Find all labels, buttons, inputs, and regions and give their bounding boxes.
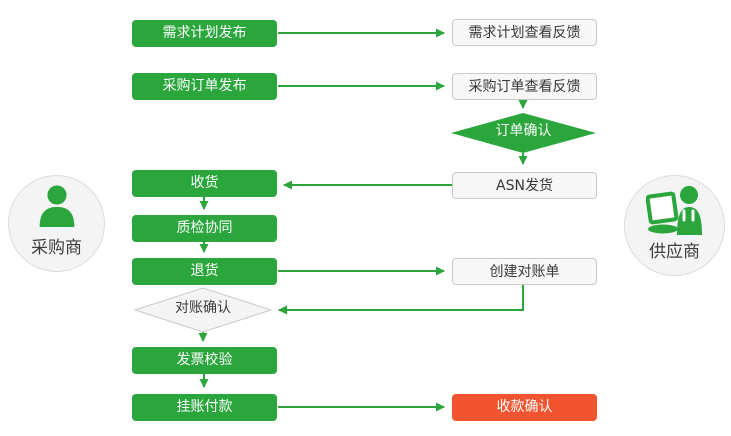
node-order-feedback: 采购订单查看反馈: [452, 73, 597, 100]
buyer-label: 采购商: [31, 238, 82, 258]
buyer-person-icon: [9, 185, 104, 227]
node-invoice-check: 发票校验: [132, 347, 277, 374]
actor-supplier: 供应商: [624, 175, 725, 276]
node-demand-feedback: 需求计划查看反馈: [452, 19, 597, 46]
decision-order-confirm-shape: [451, 113, 596, 153]
node-asn-ship: ASN发货: [452, 172, 597, 199]
node-create-statement: 创建对账单: [452, 258, 597, 285]
node-return-goods: 退货: [132, 258, 277, 285]
node-quality-collab: 质检协同: [132, 215, 277, 242]
node-book-payment: 挂账付款: [132, 394, 277, 421]
decision-statement-confirm-shape: [133, 287, 273, 333]
supplier-label: 供应商: [649, 242, 700, 262]
node-order-publish: 采购订单发布: [132, 73, 277, 100]
node-receive-goods: 收货: [132, 170, 277, 197]
node-receipt-confirm: 收款确认: [452, 394, 597, 421]
decision-order-confirm-label: 订单确认: [495, 123, 552, 139]
arrow-statement-to-confirm: [278, 285, 524, 315]
supplier-laptop-person-icon: [625, 185, 724, 235]
actor-buyer: 采购商: [8, 175, 105, 272]
node-demand-publish: 需求计划发布: [132, 20, 277, 47]
decision-statement-confirm-label: 对账确认: [175, 300, 231, 316]
